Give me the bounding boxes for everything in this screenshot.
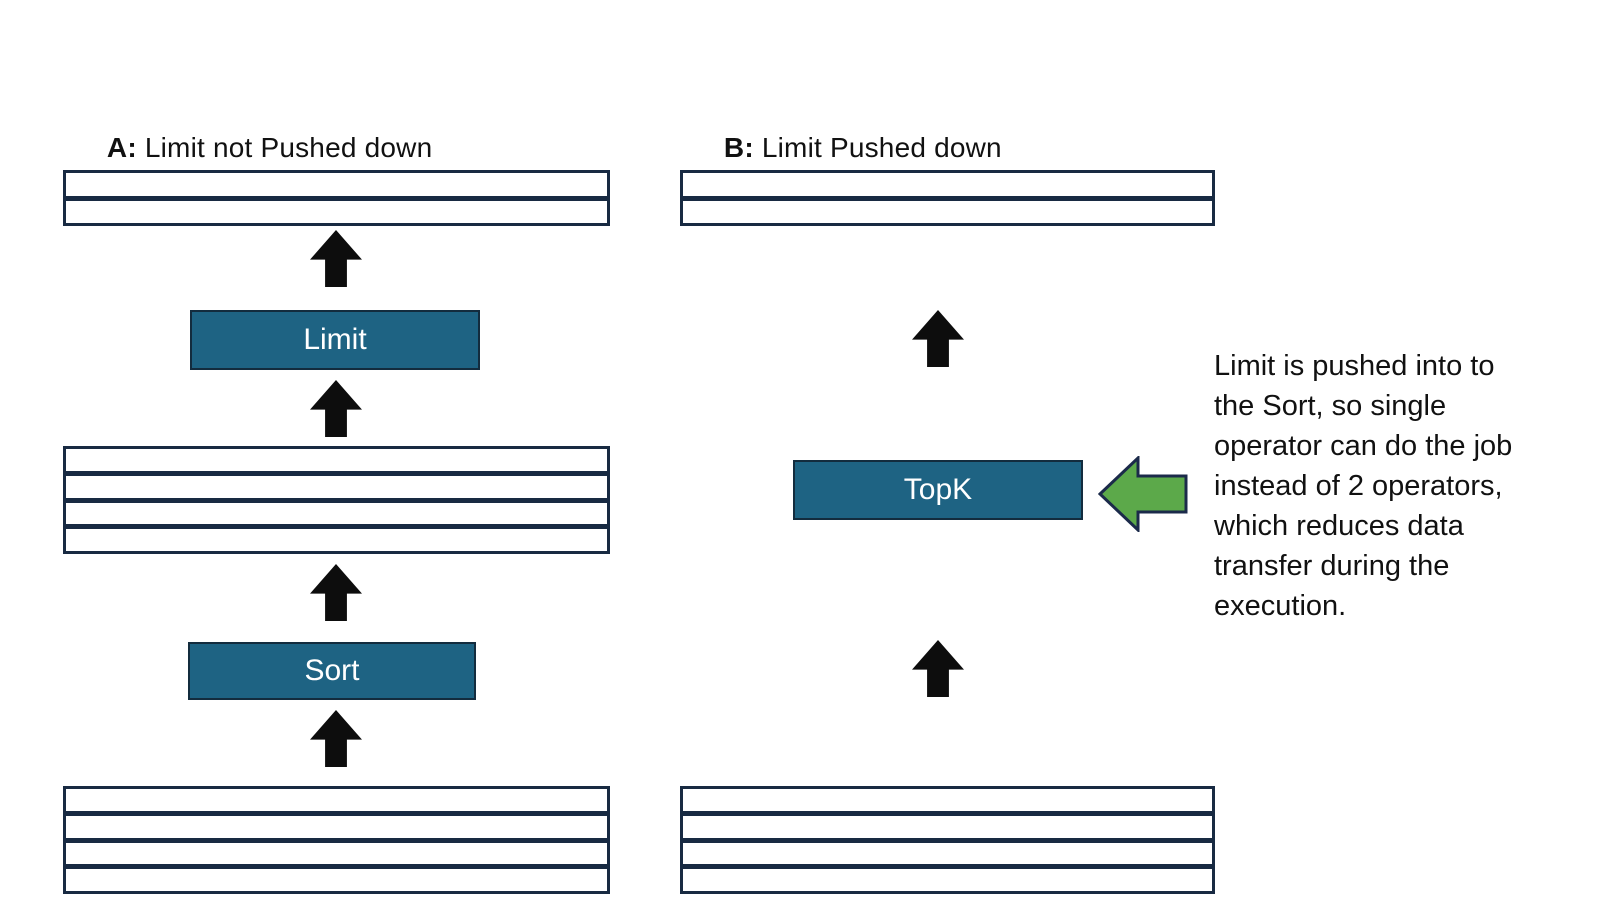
table-row: [63, 197, 610, 226]
up-arrow: [912, 640, 964, 697]
up-arrow: [310, 380, 362, 437]
up-arrow: [912, 310, 964, 367]
table-row: [680, 170, 1215, 199]
table-row: [63, 472, 610, 501]
table-row: [680, 197, 1215, 226]
output-table-b: [680, 170, 1215, 226]
table-row: [63, 812, 610, 841]
table-row: [63, 866, 610, 894]
table-row: [680, 839, 1215, 868]
up-arrow: [310, 230, 362, 287]
table-row: [63, 446, 610, 474]
panel-a-heading-text: Limit not Pushed down: [136, 132, 433, 163]
annotation-line: which reduces data: [1214, 510, 1464, 542]
panel-b-heading: B: Limit Pushed down: [692, 100, 1002, 196]
output-table-a: [63, 170, 610, 226]
topk-operator: TopK: [793, 460, 1083, 520]
table-row: [63, 786, 610, 814]
annotation-line: Limit is pushed into to: [1214, 350, 1495, 382]
panel-a-heading-prefix: A:: [106, 132, 137, 163]
annotation-line: transfer during the: [1214, 550, 1450, 582]
up-arrow: [310, 564, 362, 621]
annotation-text: Limit is pushed into to the Sort, so sing…: [1214, 346, 1512, 626]
annotation-line: operator can do the job: [1214, 430, 1513, 462]
table-row: [680, 866, 1215, 894]
source-table-a: [63, 786, 610, 894]
intermediate-table-a: [63, 446, 610, 554]
table-row: [680, 786, 1215, 814]
source-table-b: [680, 786, 1215, 894]
annotation-line: execution.: [1214, 590, 1347, 622]
annotation-line: instead of 2 operators,: [1214, 470, 1503, 502]
sort-operator: Sort: [188, 642, 476, 700]
table-row: [63, 499, 610, 528]
annotation-line: the Sort, so single: [1214, 390, 1447, 422]
up-arrow: [310, 710, 362, 767]
table-row: [680, 812, 1215, 841]
limit-operator: Limit: [190, 310, 480, 370]
green-left-arrow: [1098, 456, 1188, 532]
panel-a-heading: A: Limit not Pushed down: [75, 100, 432, 196]
table-row: [63, 526, 610, 554]
panel-b-heading-prefix: B:: [723, 132, 754, 163]
table-row: [63, 839, 610, 868]
panel-b-heading-text: Limit Pushed down: [753, 132, 1002, 163]
green-left-arrow-shape: [1098, 456, 1188, 532]
table-row: [63, 170, 610, 199]
